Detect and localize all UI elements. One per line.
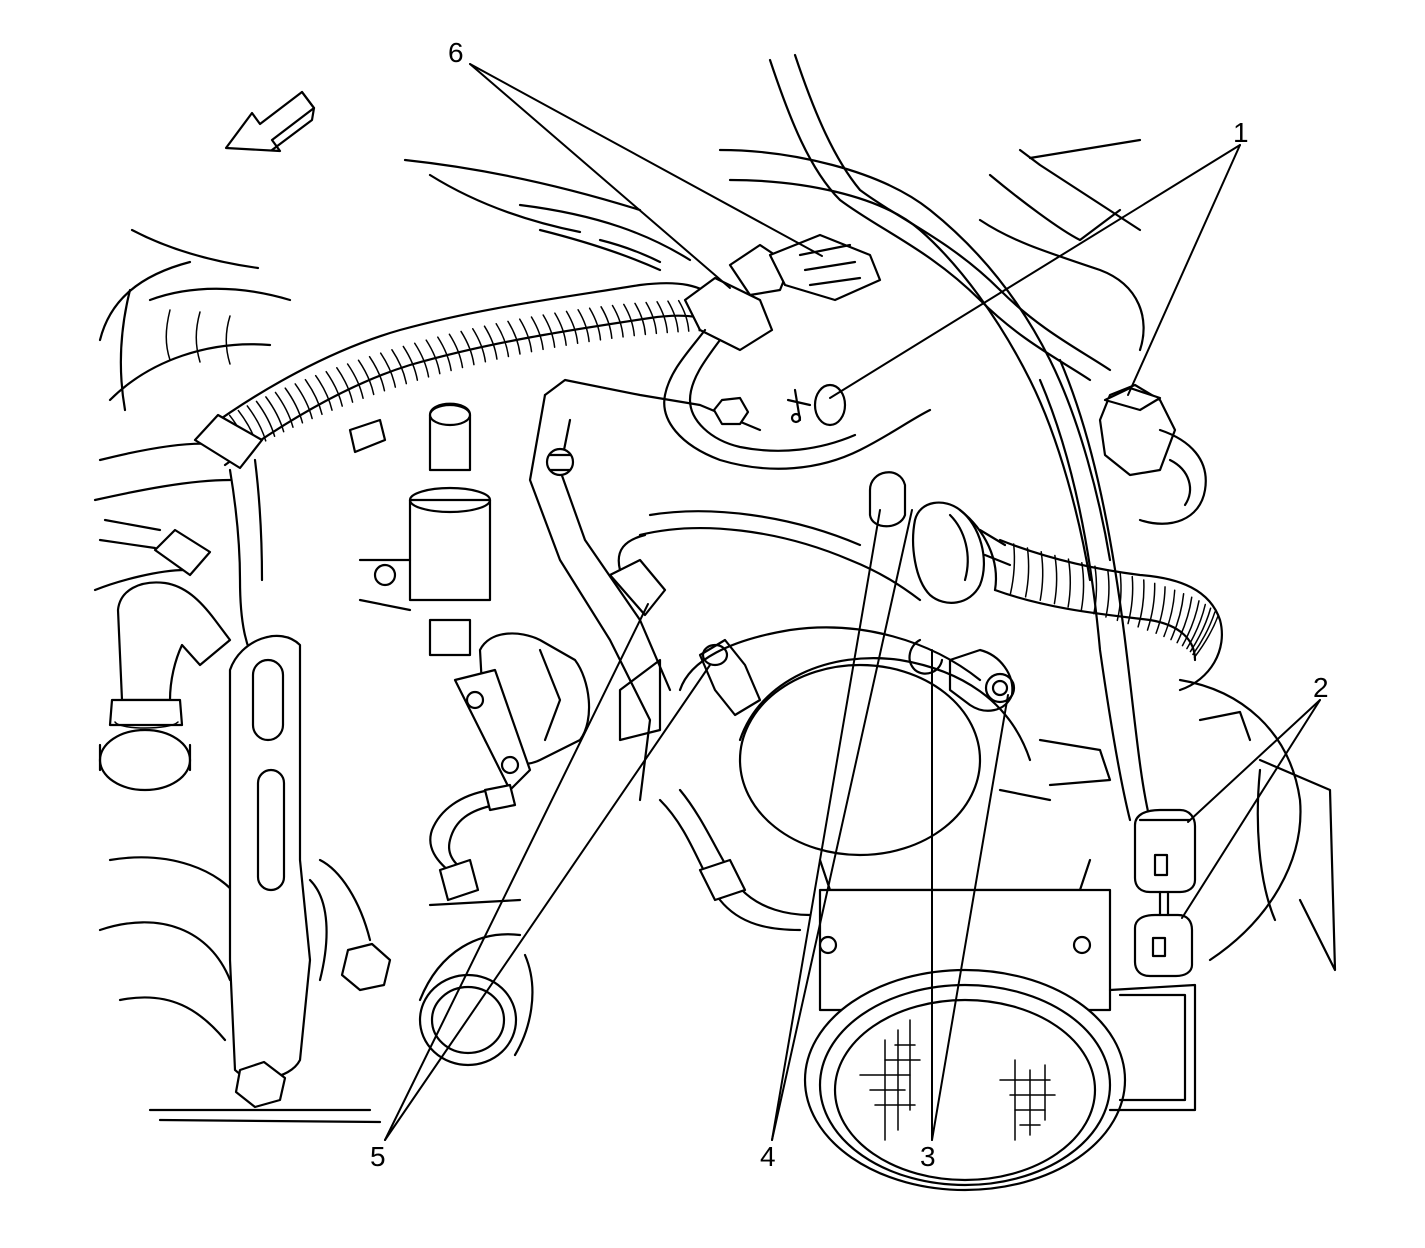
idle-air-control-valve	[348, 402, 492, 657]
harness-rib	[379, 352, 397, 388]
right-connector-top	[1098, 383, 1207, 525]
harness-rib	[1116, 572, 1122, 622]
harness-rib	[246, 405, 267, 442]
harness-rib	[402, 345, 419, 381]
harness-rib	[507, 320, 521, 355]
harness-rib	[336, 367, 354, 403]
harness-rib	[565, 310, 579, 345]
harness-rib	[1080, 561, 1085, 612]
harness-rib	[518, 318, 533, 353]
upper-wiring-harness	[718, 53, 1152, 822]
harness-rib	[577, 308, 590, 343]
callout-6: 6	[448, 37, 464, 68]
harness-rib	[460, 330, 475, 366]
front-direction-arrow-icon	[224, 90, 316, 153]
harness-rib	[346, 363, 364, 399]
harness-rib	[530, 316, 544, 351]
harness-rib	[645, 301, 658, 335]
harness-rib	[667, 300, 679, 333]
harness-rib	[294, 383, 313, 420]
harness-rib	[1186, 603, 1207, 650]
throttle-cable-bracket	[528, 378, 762, 802]
harness-rib	[357, 359, 375, 396]
harness-rib	[677, 299, 690, 332]
sensor-pigtail-harness	[429, 783, 517, 902]
harness-rib	[1093, 565, 1098, 615]
harness-rib	[1176, 596, 1193, 644]
harness-rib	[325, 370, 343, 407]
harness-rib	[274, 391, 294, 428]
coolant-temp-sensor-connector	[1133, 808, 1197, 978]
harness-rib	[471, 328, 487, 363]
harness-rib	[1067, 558, 1072, 608]
harness-rib	[1181, 600, 1200, 647]
throttle-position-sensor	[453, 632, 591, 792]
harness-clip-connector	[98, 413, 264, 577]
harness-rib	[265, 396, 285, 433]
callout-1: 1	[1233, 117, 1249, 148]
harness-rib	[1146, 582, 1156, 631]
harness-rib	[495, 322, 510, 358]
harness-rib	[1155, 586, 1166, 635]
harness-rib	[600, 306, 613, 340]
harness-rib	[1163, 589, 1176, 638]
harness-rib	[588, 307, 602, 341]
harness-rib	[634, 302, 647, 336]
upper-electrical-connectors	[663, 233, 932, 470]
harness-rib	[314, 374, 333, 411]
harness-rib	[1053, 554, 1058, 605]
harness-rib	[284, 387, 304, 424]
right-engine-housing	[998, 678, 1337, 972]
right-corrugated-harness	[993, 538, 1223, 692]
harness-rib	[1105, 568, 1110, 618]
callout-5: 5	[370, 1141, 386, 1172]
harness-rib	[554, 312, 567, 346]
callout-4: 4	[760, 1141, 776, 1172]
harness-rib	[413, 342, 430, 378]
harness-rib	[1137, 579, 1145, 628]
pcv-hose-elbow	[98, 581, 232, 792]
egr-valve-connector	[912, 501, 1012, 604]
coolant-hose-fitting	[418, 898, 534, 1067]
harness-rib	[1024, 547, 1030, 598]
harness-rib	[542, 314, 556, 348]
harness-rib	[1039, 551, 1044, 601]
callout-leaders	[384, 63, 1321, 1141]
harness-rib	[623, 303, 636, 337]
vacuum-port	[786, 383, 847, 427]
harness-rib	[368, 355, 386, 392]
callout-2: 2	[1313, 672, 1329, 703]
harness-rib	[1189, 607, 1212, 653]
harness-rib	[611, 304, 624, 338]
harness-rib	[425, 339, 441, 375]
harness-rib	[1127, 575, 1134, 625]
intake-hose	[658, 788, 812, 932]
harness-rib	[656, 300, 669, 334]
callout-3: 3	[920, 1141, 936, 1172]
callout-labels: 1 2 3 4 5 6	[370, 37, 1329, 1172]
harness-rib	[483, 325, 498, 360]
harness-rib	[448, 333, 464, 369]
harness-rib	[1192, 611, 1216, 656]
harness-rib	[1193, 615, 1219, 658]
harness-rib	[1170, 593, 1185, 641]
harness-rib	[391, 349, 408, 385]
harness-rib	[304, 378, 323, 416]
engine-mount-bracket	[228, 634, 392, 1109]
harness-rib	[1009, 543, 1016, 595]
harness-rib	[437, 336, 452, 372]
harness-rib	[255, 400, 276, 437]
